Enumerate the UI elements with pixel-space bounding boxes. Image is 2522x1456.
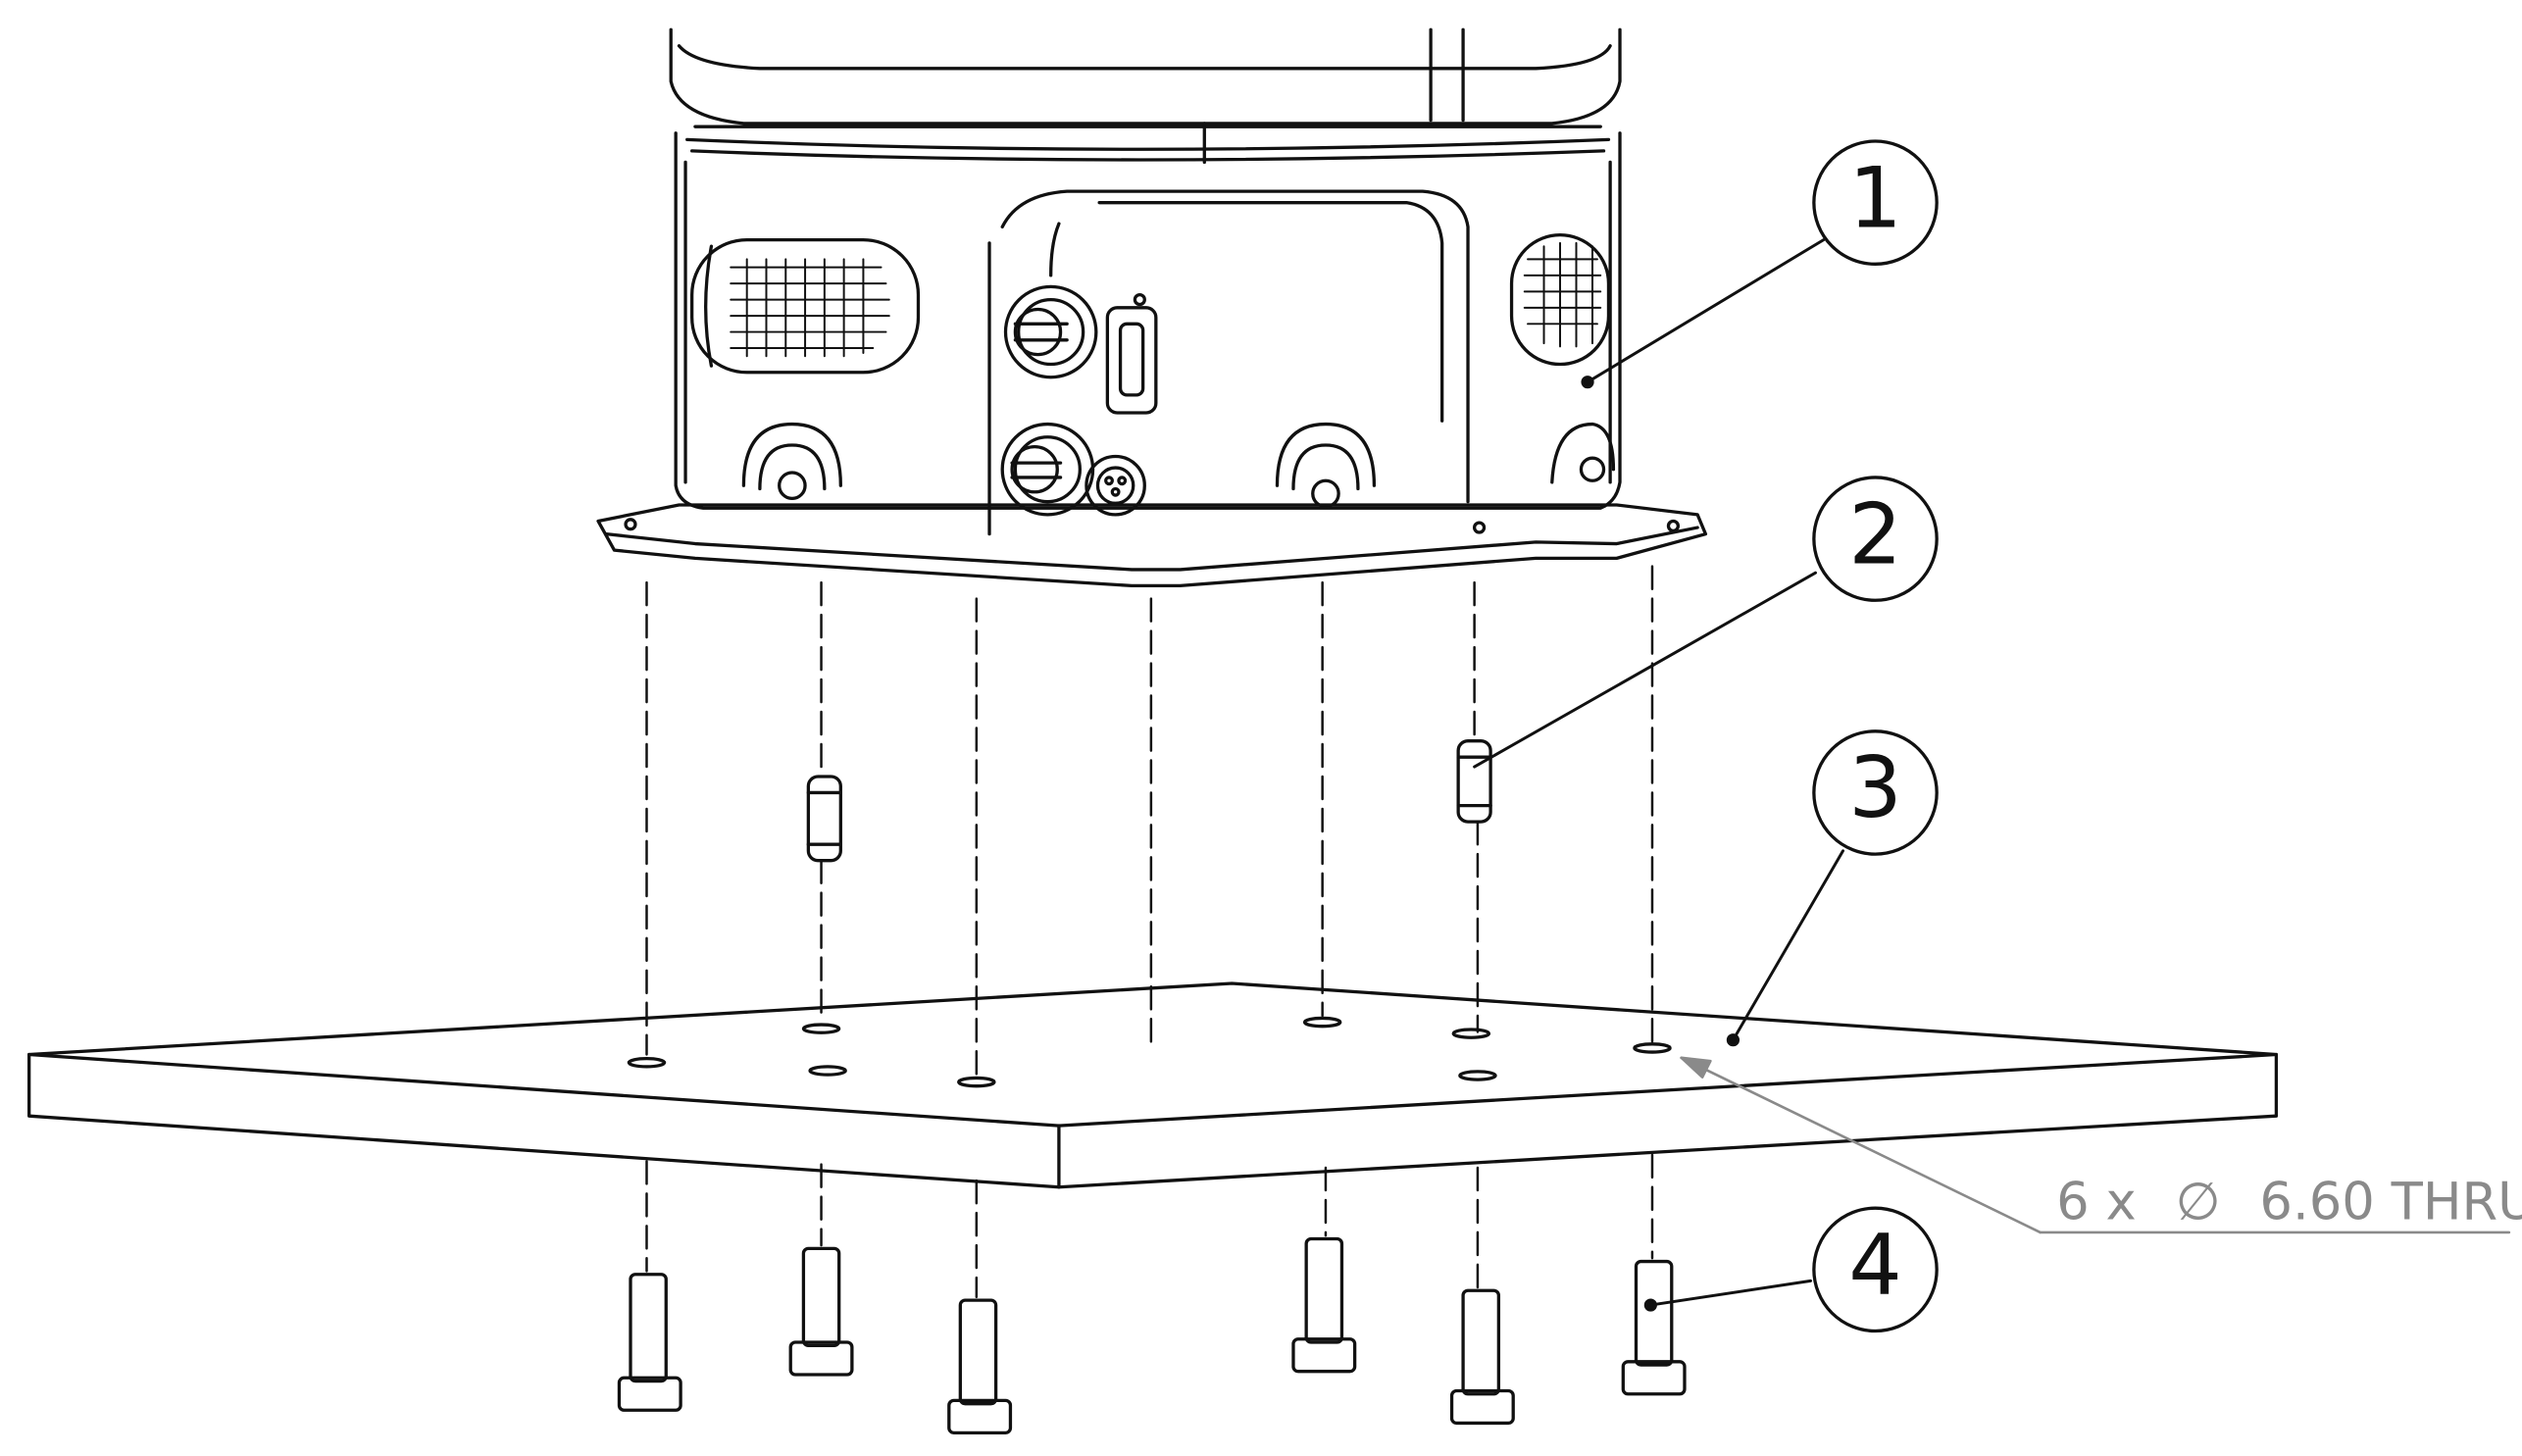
- plate-holes: [627, 1016, 1672, 1088]
- left-vent: [690, 237, 921, 375]
- right-vent: [1509, 232, 1611, 367]
- balloon-1: [1812, 139, 1939, 266]
- balloon-3: [1812, 729, 1939, 856]
- dowel-pin-left: [806, 775, 842, 863]
- hole-count: 6 x: [2056, 1173, 2137, 1232]
- screw-2: [788, 1246, 854, 1377]
- hole-callout-leader: [1680, 1056, 2511, 1234]
- balloon-leaders: [1473, 238, 1845, 1307]
- balloon-2-label: 2: [1848, 485, 1902, 583]
- hole-callout-note: 6 x ∅ 6.60 THRU: [2056, 1173, 2522, 1232]
- screw-5: [1449, 1288, 1515, 1426]
- usb-port: [1105, 292, 1158, 415]
- assembly-center-lines: [645, 565, 1654, 1299]
- balloon-1-label: 1: [1848, 149, 1902, 247]
- connector-lower: [1000, 422, 1095, 517]
- screw-1: [617, 1273, 682, 1412]
- light-unit-housing: [596, 27, 1708, 588]
- screws: [617, 1236, 1687, 1434]
- balloon-2: [1812, 476, 1939, 602]
- mounting-plate: [27, 981, 2279, 1189]
- hole-spec: 6.60 THRU: [2259, 1173, 2522, 1232]
- balloon-4: [1812, 1206, 1939, 1333]
- base-flange: [596, 503, 1708, 588]
- balloon-4-label: 4: [1848, 1217, 1902, 1315]
- dowel-pin-right: [1456, 739, 1492, 824]
- screw-4: [1291, 1236, 1357, 1374]
- diameter-symbol: ∅: [2176, 1173, 2221, 1232]
- screw-3: [947, 1298, 1013, 1434]
- connector-upper: [1003, 284, 1098, 379]
- screw-6: [1621, 1259, 1687, 1396]
- balloon-3-label: 3: [1848, 739, 1902, 837]
- left-vent-mesh: [730, 258, 890, 358]
